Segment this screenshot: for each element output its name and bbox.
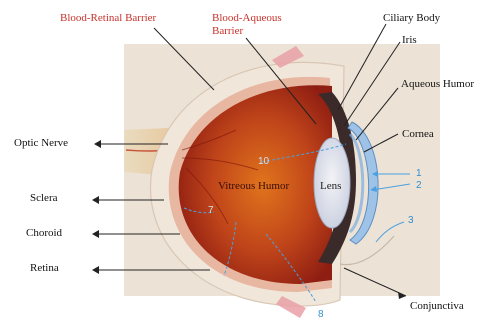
iris-label: Iris bbox=[402, 34, 417, 46]
blood-aqueous-barrier-label-line2: Barrier bbox=[212, 25, 243, 37]
lens-label: Lens bbox=[320, 180, 341, 192]
vitreous-humor-label: Vitreous Humor bbox=[218, 180, 289, 192]
retina-label: Retina bbox=[30, 262, 59, 274]
route-number-2: 2 bbox=[416, 181, 422, 191]
choroid-label: Choroid bbox=[26, 227, 62, 239]
conjunctiva-label: Conjunctiva bbox=[410, 300, 464, 312]
sclera-label: Sclera bbox=[30, 192, 57, 204]
route-number-1: 1 bbox=[416, 169, 422, 179]
route-number-10: 10 bbox=[258, 157, 269, 167]
blood-retinal-barrier-label: Blood-Retinal Barrier bbox=[60, 12, 156, 24]
ciliary-body-label: Ciliary Body bbox=[383, 12, 440, 24]
route-number-7: 7 bbox=[208, 206, 214, 216]
cornea-label: Cornea bbox=[402, 128, 434, 140]
route-number-3: 3 bbox=[408, 216, 414, 226]
blood-aqueous-barrier-label-line1: Blood-Aqueous bbox=[212, 12, 282, 24]
optic-nerve-label: Optic Nerve bbox=[14, 137, 68, 149]
route-number-8: 8 bbox=[318, 310, 324, 320]
aqueous-humor-label: Aqueous Humor bbox=[401, 78, 474, 90]
